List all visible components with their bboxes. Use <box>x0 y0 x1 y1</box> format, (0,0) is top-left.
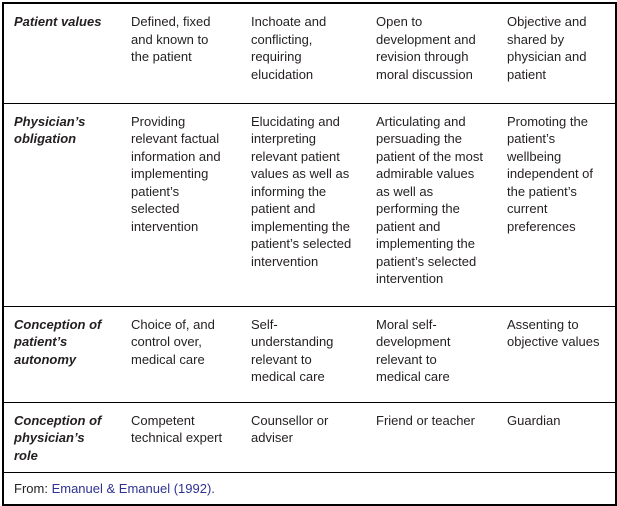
cell-informative-autonomy: Choice of, and control over, medical car… <box>131 316 215 367</box>
cell-paternalistic-role: Guardian <box>507 412 561 428</box>
row-header-physician-obligation: Physician’s obligation <box>14 113 86 147</box>
cell-deliberative-patient-values: Open to development and revision through… <box>376 14 476 82</box>
cell-interpretive-autonomy: Self-understanding relevant to medical c… <box>251 316 334 385</box>
cell-paternalistic-patient-values: Objective and shared by physician and pa… <box>507 14 587 82</box>
source-prefix: From: <box>14 481 48 496</box>
cell-informative-obligation: Providing relevant factual information a… <box>131 113 221 234</box>
row-header-patient-values: Patient values <box>14 14 102 29</box>
table-row-physician-obligation: Physician’s obligation Providing relevan… <box>3 103 616 306</box>
cell-interpretive-patient-values: Inchoate and conflicting, requiring eluc… <box>251 14 327 82</box>
citation-link[interactable]: Emanuel & Emanuel (1992). <box>51 481 215 496</box>
source-note: From: Emanuel & Emanuel (1992). <box>3 473 616 505</box>
table-row-physician-role: Conception of physician’s role Competent… <box>3 402 616 473</box>
cell-informative-patient-values: Defined, fixed and known to the patient <box>131 14 211 64</box>
cell-paternalistic-autonomy: Assenting to objective values <box>507 316 600 350</box>
cell-paternalistic-obligation: Promoting the patient’s wellbeing indepe… <box>507 113 594 234</box>
cell-interpretive-obligation: Elucidating and interpreting relevant pa… <box>251 113 352 269</box>
cell-interpretive-role: Counsellor or adviser <box>251 412 329 446</box>
row-header-patient-autonomy: Conception of patient’s autonomy <box>14 316 102 367</box>
cell-deliberative-role: Friend or teacher <box>376 412 475 428</box>
table-row-patient-autonomy: Conception of patient’s autonomy Choice … <box>3 306 616 402</box>
cell-informative-role: Competent technical expert <box>131 412 223 446</box>
cell-deliberative-obligation: Articulating and persuading the patient … <box>376 113 483 287</box>
table-row-patient-values: Patient values Defined, fixed and known … <box>3 3 616 103</box>
cell-deliberative-autonomy: Moral self-development relevant to medic… <box>376 316 451 385</box>
table-footer-row: From: Emanuel & Emanuel (1992). <box>3 472 616 505</box>
row-header-physician-role: Conception of physician’s role <box>14 412 102 463</box>
